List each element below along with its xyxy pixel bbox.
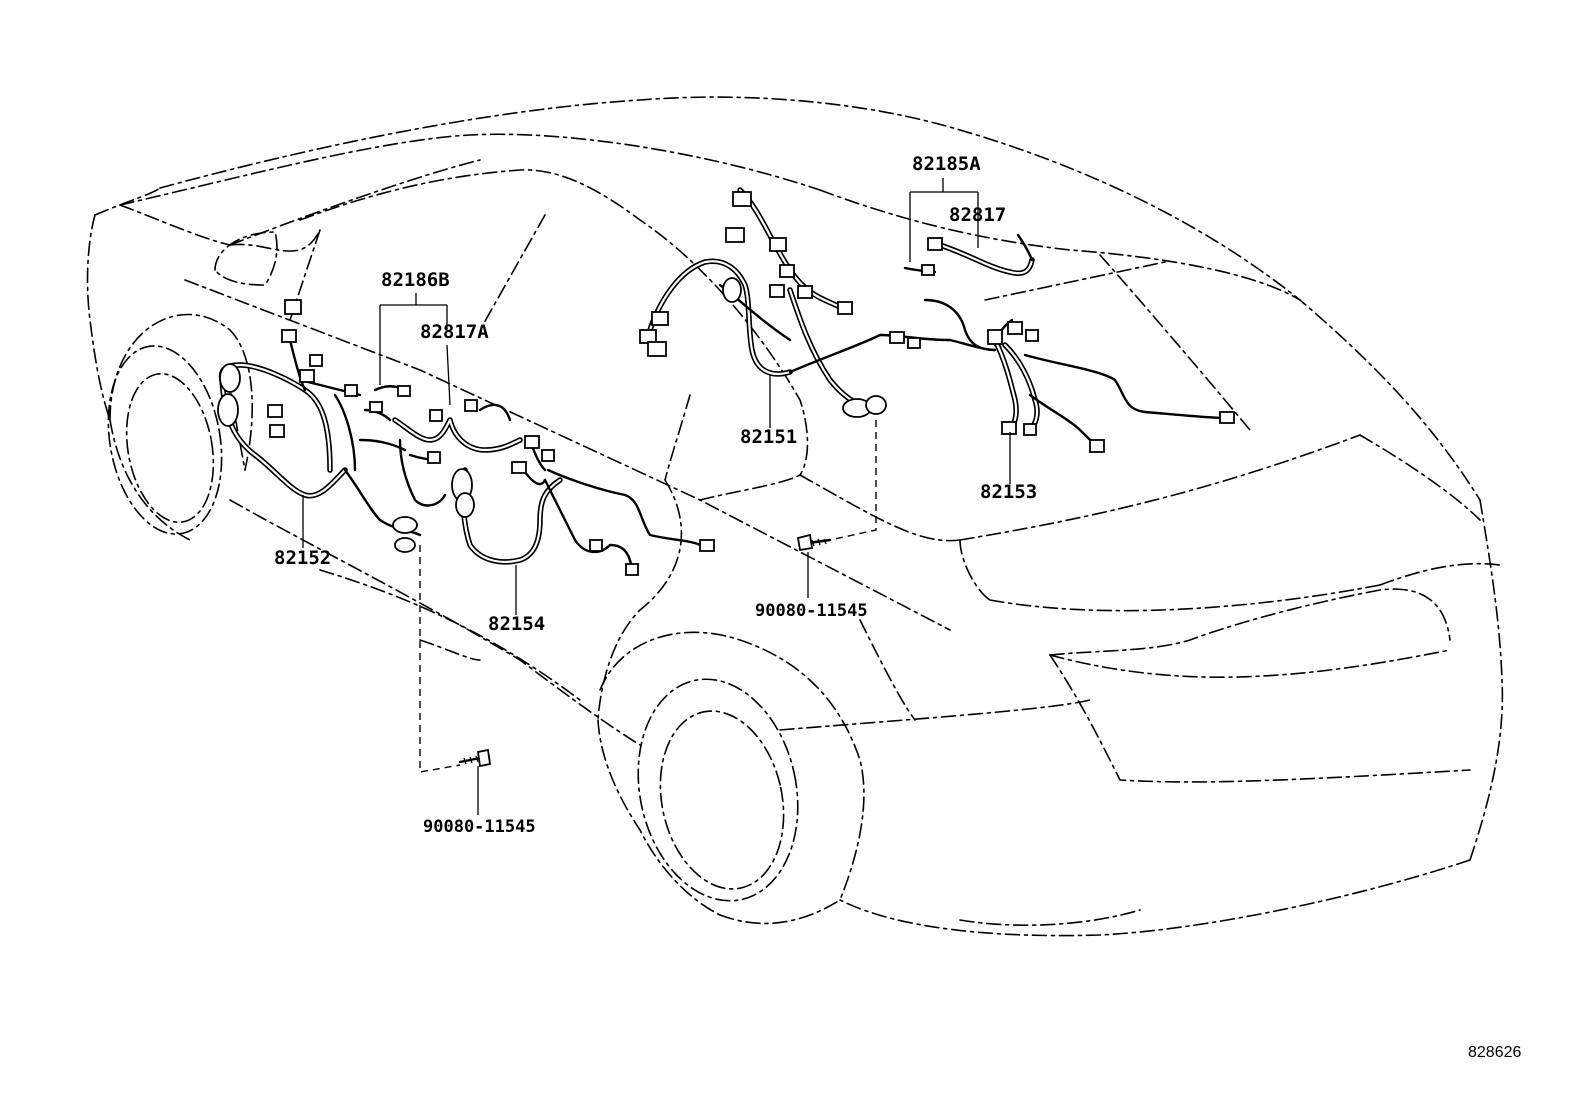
callout-82185A: 82185A (912, 153, 981, 175)
harness-82152 (217, 299, 422, 553)
harness-82185A (903, 233, 1035, 276)
harness-82154 (451, 435, 715, 576)
callout-82817: 82817 (949, 204, 1006, 226)
leader-lines (302, 178, 1011, 815)
callout-82817A: 82817A (420, 321, 489, 343)
bolt-90080-11545-right (796, 533, 832, 552)
callout-82152: 82152 (274, 547, 331, 569)
bolt-90080-11545-left (458, 748, 492, 768)
bolt-location-lines (419, 420, 877, 773)
harness-82151 (639, 187, 997, 418)
callout-82186B: 82186B (381, 269, 450, 291)
harness-82153 (923, 298, 1235, 453)
figure-number: 828626 (1468, 1044, 1521, 1061)
harness-82186B (363, 385, 523, 507)
callout-90080-11545-left: 90080-11545 (423, 817, 536, 837)
callout-90080-11545-right: 90080-11545 (755, 601, 868, 621)
callout-82154: 82154 (488, 613, 545, 635)
callout-82153: 82153 (980, 481, 1037, 503)
callout-82151: 82151 (740, 426, 797, 448)
vehicle-body-outline (86, 96, 1504, 937)
